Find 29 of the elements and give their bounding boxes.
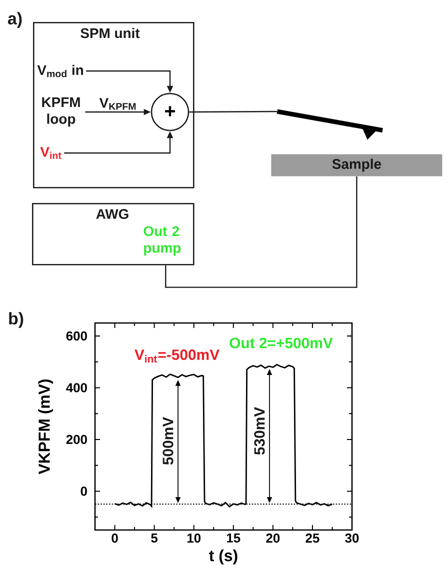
input-label: V$_{int}$	[40, 147, 62, 159]
y-tick-label: 0	[80, 486, 87, 496]
x-tick-label: 5	[151, 534, 158, 543]
cantilever	[276, 109, 383, 140]
annotation-text: V$_{int}$=-500mV	[134, 349, 220, 363]
input-label: V$_{mod}$ in	[37, 64, 83, 78]
x-tick-label: 20	[266, 534, 280, 543]
y-tick-label: 600	[66, 331, 87, 341]
y-tick-label: 200	[66, 434, 87, 444]
line-series	[114, 364, 333, 508]
sample-bar: Sample	[271, 154, 442, 176]
value-label: 530mV	[254, 407, 265, 455]
x-axis-title: t (s)	[209, 550, 238, 564]
x-tick-label: 0	[112, 534, 118, 543]
value-label: 500mV	[162, 417, 174, 465]
y-axis-title: VKPFM (mV)	[38, 379, 54, 474]
y-tick-label: 400	[66, 383, 87, 392]
x-tick-label: 15	[226, 534, 240, 543]
connector-line	[165, 176, 358, 288]
x-tick-label: 30	[345, 534, 359, 543]
loop-label: KPFM loop	[42, 97, 80, 127]
x-tick-label: 10	[187, 534, 201, 543]
annotation-text: Out 2=+500mV	[230, 338, 333, 348]
connector-line	[189, 110, 277, 113]
edge-label: V$_{KPFM}$	[99, 98, 136, 110]
panel-label: a)	[8, 12, 22, 28]
generator-box: AWG Out 2 pump	[32, 203, 194, 266]
x-tick-label: 25	[306, 534, 320, 543]
panel-label: b)	[9, 312, 24, 328]
